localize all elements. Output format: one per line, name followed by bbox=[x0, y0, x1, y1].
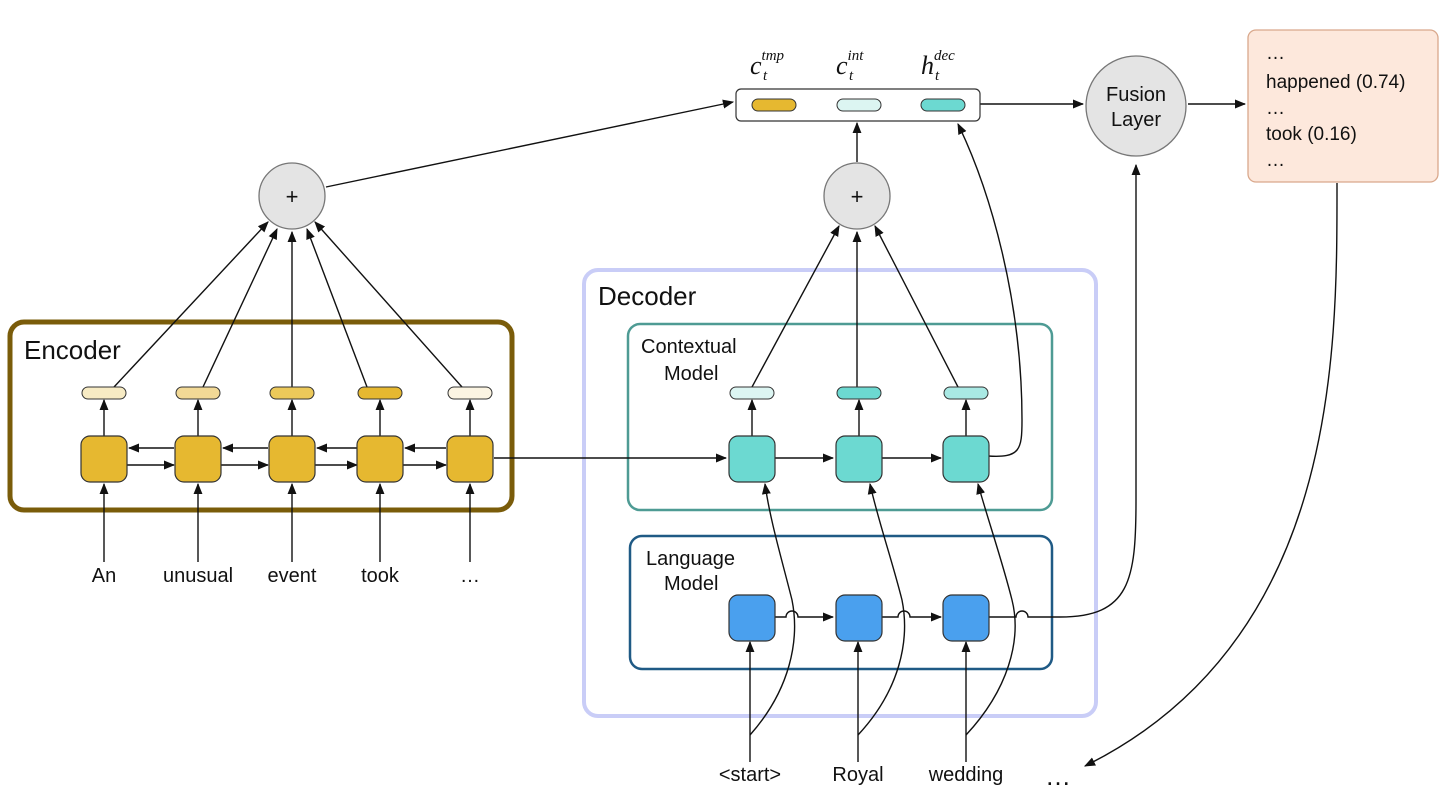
encoder-input-words: An unusual event took … bbox=[92, 565, 480, 587]
c-int-vector bbox=[836, 98, 882, 112]
h-dec-vector bbox=[920, 98, 966, 112]
encoder-vector bbox=[357, 386, 403, 400]
decoder-box bbox=[582, 268, 1098, 718]
contextual-cells bbox=[728, 435, 990, 483]
contextual-attention-arrows bbox=[751, 225, 959, 388]
encoder-cell bbox=[268, 435, 316, 483]
encoder-cell bbox=[80, 435, 128, 483]
output-feedback-arrow bbox=[1083, 182, 1338, 767]
encoder-plus-label: + bbox=[286, 184, 299, 209]
language-cells bbox=[728, 594, 990, 642]
decoder-plus-node: + bbox=[823, 162, 891, 230]
language-to-fusion-arrow bbox=[988, 163, 1141, 618]
language-title-line1: Language bbox=[646, 548, 735, 570]
contextual-title-line2: Model bbox=[664, 363, 718, 385]
encoder-input-arrows bbox=[99, 482, 475, 562]
decoder-continuation: … bbox=[1045, 761, 1071, 791]
c-tmp-vector bbox=[751, 98, 797, 112]
encoder-input-word: took bbox=[361, 565, 400, 587]
contextual-model-box bbox=[626, 322, 1054, 512]
decoder-plus-label: + bbox=[851, 184, 864, 209]
encoder-input-word: unusual bbox=[163, 565, 233, 587]
language-cell bbox=[835, 594, 883, 642]
encoder-input-word: … bbox=[460, 565, 480, 587]
decoder-state-to-concat-arrow bbox=[957, 122, 1023, 457]
contextual-title-line1: Contextual bbox=[641, 336, 737, 358]
encoder-recurrent-links bbox=[127, 443, 448, 470]
decoder-title: Decoder bbox=[598, 281, 697, 311]
encoder-plus-node: + bbox=[258, 162, 326, 230]
contextual-cell bbox=[942, 435, 990, 483]
contextual-output-arrows bbox=[747, 398, 971, 436]
decoder-input-words: <start> Royal wedding … bbox=[719, 761, 1071, 791]
encoder-cell bbox=[174, 435, 222, 483]
output-line: … bbox=[1266, 43, 1285, 64]
decoder-input-word: <start> bbox=[719, 764, 781, 786]
language-cell bbox=[728, 594, 776, 642]
decoder-input-arrows bbox=[745, 482, 1016, 762]
language-model-box bbox=[628, 534, 1054, 671]
decoder-input-word: wedding bbox=[928, 764, 1004, 786]
contextual-vectors bbox=[729, 386, 989, 400]
contextual-vector bbox=[729, 386, 775, 400]
output-distribution-box: … happened (0.74) … took (0.16) … bbox=[1247, 29, 1439, 183]
encoder-title: Encoder bbox=[24, 335, 121, 365]
contextual-vector bbox=[943, 386, 989, 400]
encoder-cells bbox=[80, 435, 494, 483]
output-line: … bbox=[1266, 98, 1285, 119]
encoder-cell bbox=[356, 435, 404, 483]
encoder-attention-arrows bbox=[113, 221, 463, 388]
fusion-label-line1: Fusion bbox=[1106, 84, 1166, 106]
encoder-vector bbox=[175, 386, 221, 400]
language-cell bbox=[942, 594, 990, 642]
encoder-output-arrows bbox=[99, 398, 475, 436]
output-line: happened (0.74) bbox=[1266, 72, 1405, 93]
encoder-vector bbox=[447, 386, 493, 400]
language-title-line2: Model bbox=[664, 573, 718, 595]
fusion-layer-node: Fusion Layer bbox=[1085, 55, 1187, 157]
contextual-vector bbox=[836, 386, 882, 400]
decoder-input-word: Royal bbox=[832, 764, 883, 786]
encoder-input-word: event bbox=[268, 565, 317, 587]
encoder-vector bbox=[81, 386, 127, 400]
contextual-cell bbox=[728, 435, 776, 483]
encoder-box bbox=[7, 319, 515, 513]
encoder-cell bbox=[446, 435, 494, 483]
output-line: took (0.16) bbox=[1266, 124, 1357, 145]
encoder-vectors bbox=[81, 386, 493, 400]
encoder-input-word: An bbox=[92, 565, 116, 587]
concat-vector bbox=[735, 88, 981, 122]
fusion-label-line2: Layer bbox=[1111, 109, 1161, 131]
output-line: … bbox=[1266, 150, 1285, 171]
encoder-vector bbox=[269, 386, 315, 400]
contextual-cell bbox=[835, 435, 883, 483]
encoder-context-to-concat-arrow bbox=[325, 99, 735, 188]
